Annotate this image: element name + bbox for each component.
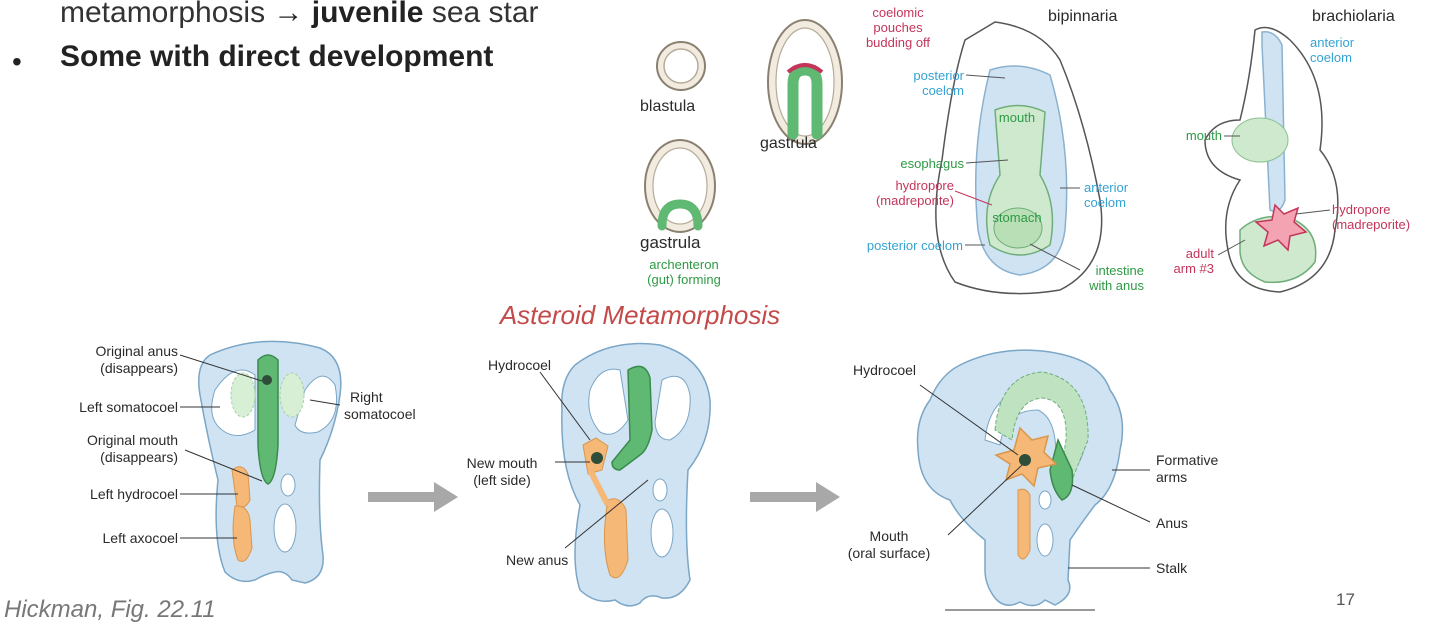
hydropore-line2: (madreporite) [875, 193, 954, 208]
label-right-somatocoel: Right somatocoel [344, 389, 416, 423]
gastrula-bottom-drawing [644, 139, 716, 233]
page-number: 17 [1336, 590, 1355, 609]
bullet1-post: sea star [431, 0, 539, 29]
label-blastula: blastula [640, 98, 696, 115]
section-title: Asteroid Metamorphosis [499, 300, 781, 330]
new-mouth-line1: New mouth [466, 455, 538, 471]
label-gastrula-top: gastrula [760, 135, 817, 152]
bullet-dot: • [12, 46, 22, 77]
label-gastrula-bottom: gastrula [640, 233, 701, 252]
intestine-line1: intestine [1095, 263, 1144, 278]
label-coelomic-pouches: coelomic pouches budding off [848, 5, 948, 50]
coelomic-line2: pouches [873, 20, 923, 35]
label-brachiolaria: brachiolaria [1312, 8, 1395, 25]
posterior-coelom-line1: posterior [913, 68, 964, 83]
new-mouth-line2: (left side) [473, 472, 531, 488]
orig-mouth-line2: (disappears) [100, 449, 178, 465]
label-s3-hydrocoel: Hydrocoel [853, 362, 917, 378]
label-new-anus: New anus [506, 552, 569, 568]
archenteron-line2: (gut) forming [647, 272, 721, 287]
orig-anus-line2: (disappears) [100, 360, 178, 376]
label-posterior-coelom-bottom: posterior coelom [866, 238, 963, 253]
arrow-1 [368, 482, 458, 512]
anterior-coelom-line1: anterior [1084, 180, 1129, 195]
br-hydropore-line2: (madreporite) [1332, 217, 1411, 232]
right-somatocoel-line2: somatocoel [344, 406, 416, 422]
label-original-mouth: Original mouth (disappears) [40, 432, 178, 466]
br-anterior-line1: anterior [1310, 35, 1355, 50]
bullet-line-2: Some with direct development [60, 40, 494, 73]
label-left-axocoel: Left axocoel [102, 530, 179, 546]
label-stomach: stomach [992, 210, 1042, 225]
bipinnaria-drawing [935, 21, 1103, 295]
label-s2-hydrocoel: Hydrocoel [488, 357, 552, 373]
label-stalk: Stalk [1156, 560, 1188, 576]
label-left-somatocoel: Left somatocoel [79, 399, 178, 415]
label-original-anus: Original anus (disappears) [40, 343, 179, 377]
anterior-coelom-line2: coelom [1084, 195, 1126, 210]
label-br-mouth: mouth [1185, 128, 1222, 143]
bullet1-bold: juvenile [311, 0, 424, 29]
bullet-line-1: metamorphosis → juvenile sea star [60, 0, 539, 30]
right-somatocoel-line1: Right [350, 389, 383, 405]
s3-mouth-line2: (oral surface) [847, 545, 931, 561]
coelomic-line1: coelomic [872, 5, 924, 20]
br-hydropore-line1: hydropore [1332, 202, 1391, 217]
label-br-anterior-coelom: anterior coelom [1310, 35, 1354, 65]
citation: Hickman, Fig. 22.11 [4, 596, 216, 623]
intestine-line2: with anus [1089, 278, 1144, 293]
posterior-coelom-line2: coelom [922, 83, 964, 98]
adult-arm-line1: adult [1185, 246, 1214, 261]
label-adult-arm: adult arm #3 [1160, 246, 1214, 276]
orig-anus-line1: Original anus [95, 343, 179, 359]
stage3-drawing [916, 349, 1151, 611]
label-s3-anus: Anus [1156, 515, 1188, 531]
label-hydropore: hydropore (madreporite) [850, 178, 954, 208]
stage1-drawing [179, 340, 342, 584]
blastula-drawing [656, 41, 706, 91]
label-archenteron: archenteron (gut) forming [636, 257, 732, 287]
formative-line2: arms [1156, 469, 1188, 485]
orig-mouth-line1: Original mouth [86, 432, 178, 448]
br-anterior-line2: coelom [1310, 50, 1352, 65]
hydropore-line1: hydropore [895, 178, 954, 193]
label-br-hydropore: hydropore (madreporite) [1332, 202, 1410, 232]
bullet1-pre: metamorphosis [60, 0, 266, 29]
label-mouth: mouth [998, 110, 1036, 125]
formative-line1: Formative [1156, 452, 1219, 468]
gastrula-top-drawing [767, 19, 843, 145]
label-intestine: intestine with anus [1080, 263, 1144, 293]
s3-mouth-line1: Mouth [869, 528, 909, 544]
label-bipinnaria: bipinnaria [1048, 8, 1118, 25]
label-formative-arms: Formative arms [1156, 452, 1218, 486]
stage2-drawing [539, 342, 711, 607]
arrow-2 [750, 482, 840, 512]
archenteron-line1: archenteron [649, 257, 719, 272]
coelomic-line3: budding off [865, 35, 931, 50]
bullet1-arrow: → [273, 0, 304, 29]
adult-arm-line2: arm #3 [1173, 261, 1214, 276]
label-s3-mouth: Mouth (oral surface) [830, 528, 948, 562]
label-new-mouth: New mouth (left side) [450, 455, 554, 489]
label-left-hydrocoel: Left hydrocoel [90, 486, 178, 502]
label-posterior-coelom: posterior coelom [880, 68, 964, 98]
label-esophagus: esophagus [900, 156, 964, 171]
brachiolaria-drawing [1204, 26, 1339, 293]
label-anterior-coelom: anterior coelom [1084, 180, 1128, 210]
